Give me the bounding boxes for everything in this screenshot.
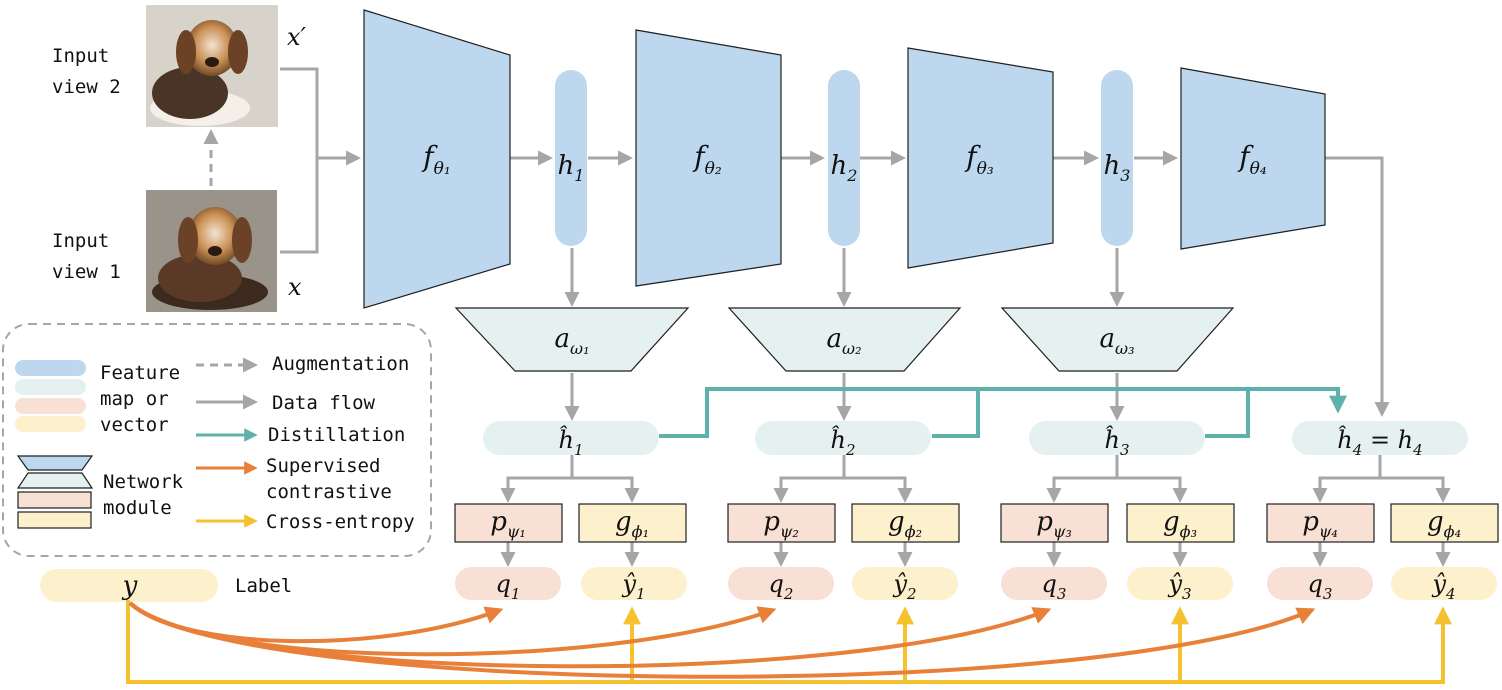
output-q2: [728, 567, 834, 600]
hhat-label-1: ĥ1: [558, 425, 583, 459]
hhat-3: [1029, 421, 1205, 455]
distillation-arrows: [659, 387, 1347, 438]
projector-p2: [727, 503, 836, 543]
feature-h2: [828, 70, 860, 246]
classifier-label-1: gϕ₁: [615, 507, 649, 541]
hhat-label-2: ĥ2: [830, 425, 855, 459]
encoder-f2: [635, 29, 782, 287]
legend-cross-entropy: Cross-entropy: [266, 511, 415, 533]
output-yhat3: [1127, 567, 1233, 600]
legend-distillation: Distillation: [268, 424, 405, 446]
feature-h1: [555, 70, 587, 246]
adapter-label-2: aω₂: [827, 324, 862, 358]
x-prime-symbol: x′: [287, 23, 307, 51]
projector-p4: [1266, 503, 1375, 543]
output-q1: [455, 567, 561, 600]
label-pill: [40, 569, 218, 602]
output-q3: [1001, 567, 1107, 600]
feature-pills: [555, 70, 1133, 246]
legend-arrows: [196, 357, 258, 528]
hhat-label-3: ĥ3: [1104, 425, 1129, 459]
feature-h3: [1101, 70, 1133, 246]
legend-augmentation: Augmentation: [272, 353, 409, 375]
encoder-f3: [907, 47, 1054, 269]
legend-swatches: [15, 360, 94, 529]
q-label-2: q2: [769, 570, 794, 603]
q-label-1: q1: [496, 570, 521, 603]
projector-label-3: pψ₃: [1036, 507, 1072, 541]
output-q4: [1267, 567, 1373, 600]
q-label-3: q3: [1042, 570, 1067, 603]
projector-p3: [1000, 503, 1109, 543]
yhat-label-3: ŷ3: [1167, 570, 1191, 603]
legend-supervised: Supervised contrastive: [266, 455, 392, 503]
classifier-g1: [578, 503, 687, 543]
hhat-label-4: ĥ4 = h4: [1337, 425, 1422, 459]
loss-arrows: [126, 600, 1452, 684]
input-view-2-label: Input view 2: [52, 45, 121, 98]
projector-label-1: pψ₁: [490, 507, 526, 541]
data-flow-arrows: [203, 67, 1451, 567]
encoder-f1: [363, 9, 511, 309]
yhat-label-2: ŷ2: [892, 570, 916, 603]
input-merge-line: [280, 67, 319, 254]
supervised-arrow-2: [128, 601, 777, 657]
arrow-f4-to-h4: [1325, 156, 1390, 417]
hhat-4: [1292, 421, 1468, 455]
adapter-blocks: [454, 307, 1235, 372]
output-yhat1: [581, 567, 687, 600]
encoder-f4: [1180, 67, 1326, 250]
output-yhat2: [852, 567, 958, 600]
legend-data-flow: Data flow: [272, 392, 376, 414]
adapter-label-1: aω₁: [555, 324, 590, 358]
supervised-arrow-1: [128, 601, 504, 644]
legend-feature-text: Feature map or vector: [100, 362, 192, 436]
projector-p1: [454, 503, 563, 543]
x-symbol: x: [288, 273, 302, 301]
hhat-pills: [483, 421, 1468, 455]
input-view-1-label: Input view 1: [52, 230, 121, 283]
feature-label-2: h2: [831, 151, 858, 185]
supervised-arrow-3: [128, 601, 1052, 669]
hhat-2: [755, 421, 931, 455]
encoder-blocks: [363, 9, 1326, 309]
yhat-label-1: ŷ1: [621, 570, 645, 603]
feature-label-3: h3: [1104, 151, 1131, 185]
classifier-label-3: gϕ₃: [1163, 507, 1197, 541]
output-pills: [40, 567, 1497, 602]
adapter-a2: [727, 307, 962, 372]
adapter-a1: [454, 307, 690, 372]
feature-label-1: h1: [558, 151, 585, 185]
yhat-label-4: ŷ4: [1431, 570, 1455, 603]
hhat-1: [483, 421, 659, 455]
classifier-label-2: gϕ₂: [888, 507, 922, 541]
output-yhat4: [1391, 567, 1497, 600]
cross-entropy-arrow-4: [126, 600, 1452, 684]
label-symbol: y: [122, 571, 138, 601]
head-boxes: [454, 503, 1499, 543]
projector-label-4: pψ₄: [1302, 507, 1338, 541]
adapter-label-3: aω₃: [1100, 324, 1135, 358]
classifier-g2: [851, 503, 960, 543]
input-view-1-photo: [146, 190, 277, 312]
classifier-label-4: gϕ₄: [1427, 507, 1461, 541]
q-label-4: q3: [1308, 570, 1333, 603]
legend-box: [2, 323, 432, 557]
legend-network-text: Network module: [103, 471, 195, 519]
supervised-arrow-4: [128, 601, 1316, 679]
adapter-a3: [1000, 307, 1235, 372]
projector-label-2: pψ₂: [763, 507, 799, 541]
label-text: Label: [235, 575, 292, 597]
classifier-g3: [1126, 503, 1235, 543]
classifier-g4: [1390, 503, 1499, 543]
input-view-2-photo: [146, 5, 278, 127]
